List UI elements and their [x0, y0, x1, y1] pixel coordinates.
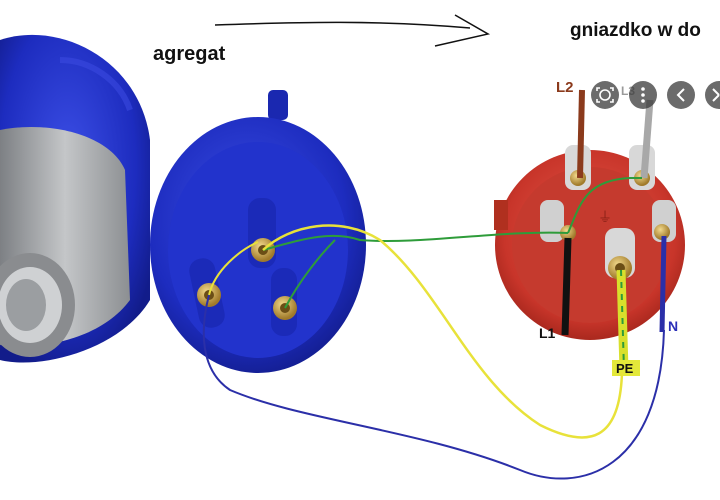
close-viewer-button[interactable]: [705, 81, 720, 109]
wire-l2: [577, 89, 585, 179]
generator-plug-face: [150, 90, 366, 373]
plug-pin-top: [248, 198, 276, 268]
socket-terminal-l1: [540, 200, 576, 242]
google-lens-button[interactable]: [591, 81, 619, 109]
earth-symbol-icon: ⏚: [598, 209, 612, 225]
wire-n: [659, 235, 667, 333]
more-options-button[interactable]: [629, 81, 657, 109]
wire-l1: [561, 237, 572, 336]
source-label: agregat: [153, 43, 226, 65]
close-icon: [712, 88, 720, 102]
connection-wires: [202, 177, 665, 480]
label-l2: L2: [556, 79, 574, 96]
previous-image-button[interactable]: [667, 81, 695, 109]
label-pe-badge: PE: [612, 360, 640, 376]
yellow-wire: [262, 224, 624, 439]
google-lens-icon: [596, 87, 614, 103]
blue-wire: [202, 294, 665, 480]
chevron-left-icon: [676, 88, 685, 102]
socket-terminal-pe: [605, 228, 635, 280]
viewer-controls: [591, 81, 720, 109]
label-l1: L1: [539, 325, 556, 341]
more-vertical-icon: [641, 87, 645, 103]
wire-l3: [640, 99, 654, 179]
plug-pin-right: [271, 268, 297, 336]
green-wire: [262, 231, 569, 251]
socket-terminal-n: [652, 200, 676, 242]
generator-plug-body: [0, 34, 150, 363]
destination-label: gniazdko w do: [570, 20, 701, 41]
direction-arrow: [214, 14, 491, 47]
socket-wires: [561, 89, 667, 371]
label-pe: PE: [616, 361, 634, 376]
socket-body: ⏚: [494, 145, 685, 340]
label-n: N: [668, 318, 678, 334]
